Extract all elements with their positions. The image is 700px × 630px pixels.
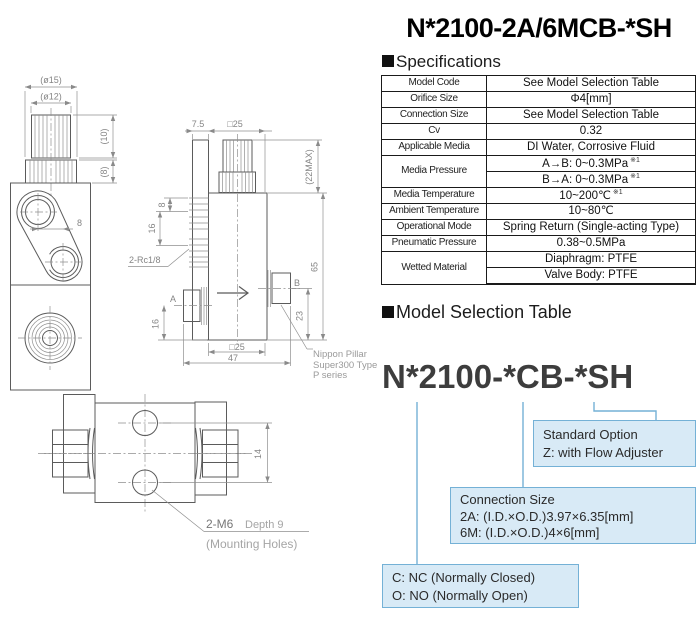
mounting-label-m6: 2-M6 [206,517,234,531]
spec-row-label: Applicable Media [381,139,487,156]
port-b-label: B [294,278,300,288]
table-row: Ambient Temperature 10~80℃ [381,203,696,220]
spec-row-value: See Model Selection Table [486,75,696,92]
spec-value-text: 10~200℃ [559,189,611,202]
dim-label-sq25-bottom: □25 [229,342,244,352]
table-row: Orifice Size Φ4[mm] [381,91,696,108]
page-title: N*2100-2A/6MCB-*SH [406,13,672,43]
spec-row-value: Φ4[mm] [486,91,696,108]
spec-row-value: 0.32 [486,123,696,140]
side-view-drawing: 7.5 □25 [128,119,377,381]
fitting-note-line1: Nippon Pillar [313,349,367,360]
dim-label-7-5: 7.5 [192,119,205,129]
spec-row-value: Spring Return (Single-acting Type) [486,219,696,236]
table-row: Pneumatic Pressure 0.38~0.5MPa [381,235,696,252]
dim-label-dia15: (ø15) [40,75,62,85]
thread-label: 2-Rc1/8 [129,255,161,265]
callout-line: Standard Option [543,427,638,442]
technical-drawings: (ø15) (ø12) (10) [10,75,377,551]
dim-label-dia12: (ø12) [40,92,62,102]
bottom-view-drawing: 14 2-M6 Depth 9 (Mounting Holes) [38,394,309,551]
table-row: Media Temperature 10~200℃※1 [381,187,696,204]
dim-label-23: 23 [295,311,305,321]
specifications-heading-label: Specifications [396,52,501,71]
callout-line: Connection Size [460,492,555,507]
table-row: Valve Body: PTFE [382,267,696,285]
model-selection-heading: Model Selection Table [382,302,572,323]
spec-row-value: B→A: 0~0.3MPa※1 [486,171,696,188]
dim-label-14: 14 [253,449,263,459]
flow-arrow [217,286,250,300]
dim-label-a16: 16 [151,319,161,329]
spec-row-label: Cv [381,123,487,140]
callout-line: 2A: (I.D.×O.D.)3.97×6.35[mm] [460,508,634,524]
spec-row-value: 0.38~0.5MPa [486,235,696,252]
callout-valve-type: C: NC (Normally Closed) O: NO (Normally … [382,564,579,608]
callout-line: C: NC (Normally Closed) [392,570,536,585]
spec-value-text: A→B: 0~0.3MPa [542,157,629,170]
spec-row-value: 10~200℃※1 [486,187,696,204]
spec-row-value: Valve Body: PTFE [486,267,696,285]
footnote-ref: ※1 [612,189,623,197]
spec-row-value: A→B: 0~0.3MPa※1 [486,155,696,172]
callout-line: O: NO (Normally Open) [392,587,528,603]
spec-row-label: Orifice Size [381,91,487,108]
spec-row-value: Diaphragm: PTFE [486,251,696,268]
fitting-note-line2: Super300 Type [313,360,377,371]
port-a-label: A [170,294,176,304]
specifications-heading: Specifications [382,52,501,72]
spec-row-label: Ambient Temperature [381,203,487,220]
footnote-ref: ※1 [630,173,640,181]
callout-connection-size: Connection Size 2A: (I.D.×O.D.)3.97×6.35… [450,487,696,544]
mounting-label-depth: Depth 9 [245,519,284,531]
model-selection-heading-label: Model Selection Table [396,302,572,322]
callout-standard-option: Standard Option Z: with Flow Adjuster [533,420,696,467]
table-row: Media Pressure A→B: 0~0.3MPa※1 [381,155,696,188]
section-marker-icon [382,55,394,67]
spec-row-value: 10~80℃ [486,203,696,220]
spec-row-label: Media Temperature [381,187,487,204]
spec-row-value: See Model Selection Table [486,107,696,124]
table-row: Model Code See Model Selection Table [381,75,696,92]
mounting-label-holes: (Mounting Holes) [206,537,297,551]
dim-label-sq25-top: □25 [227,119,242,129]
dim-label-47: 47 [228,353,238,363]
dim-label-10: (10) [99,128,109,144]
table-row: Cv 0.32 [381,123,696,140]
spec-row-label: Model Code [381,75,487,92]
dim-label-65: 65 [310,262,320,272]
spec-row-label: Media Pressure [381,155,487,188]
spec-row-value: DI Water, Corrosive Fluid [486,139,696,156]
callout-line: 6M: (I.D.×O.D.)4×6[mm] [460,525,600,540]
spec-value-text: B→A: 0~0.3MPa [542,173,629,186]
spec-row-label: Pneumatic Pressure [381,235,487,252]
spec-row-label: Connection Size [381,107,487,124]
callout-line: Z: with Flow Adjuster [543,445,663,460]
model-code: N*2100-*CB-*SH [382,358,634,395]
table-row: Wetted Material Diaphragm: PTFE [381,251,696,285]
dim-label-left16: 16 [147,223,157,233]
dim-label-8: (8) [99,166,109,177]
specifications-table: Model Code See Model Selection Table Ori… [381,75,696,285]
section-marker-icon [382,306,394,318]
dim-label-left8: 8 [157,202,167,207]
dim-label-pitch8: 8 [77,218,82,228]
front-view-drawing: (ø15) (ø12) (10) [10,75,117,391]
table-row: Connection Size See Model Selection Tabl… [381,107,696,124]
table-row: Operational Mode Spring Return (Single-a… [381,219,696,236]
spec-row-label: Wetted Material [381,251,487,285]
fitting-note-line3: P series [313,370,347,381]
table-row: Applicable Media DI Water, Corrosive Flu… [381,139,696,156]
spec-row-label: Operational Mode [381,219,487,236]
footnote-ref: ※1 [630,157,640,165]
dim-label-22max: (22MAX) [304,149,314,185]
